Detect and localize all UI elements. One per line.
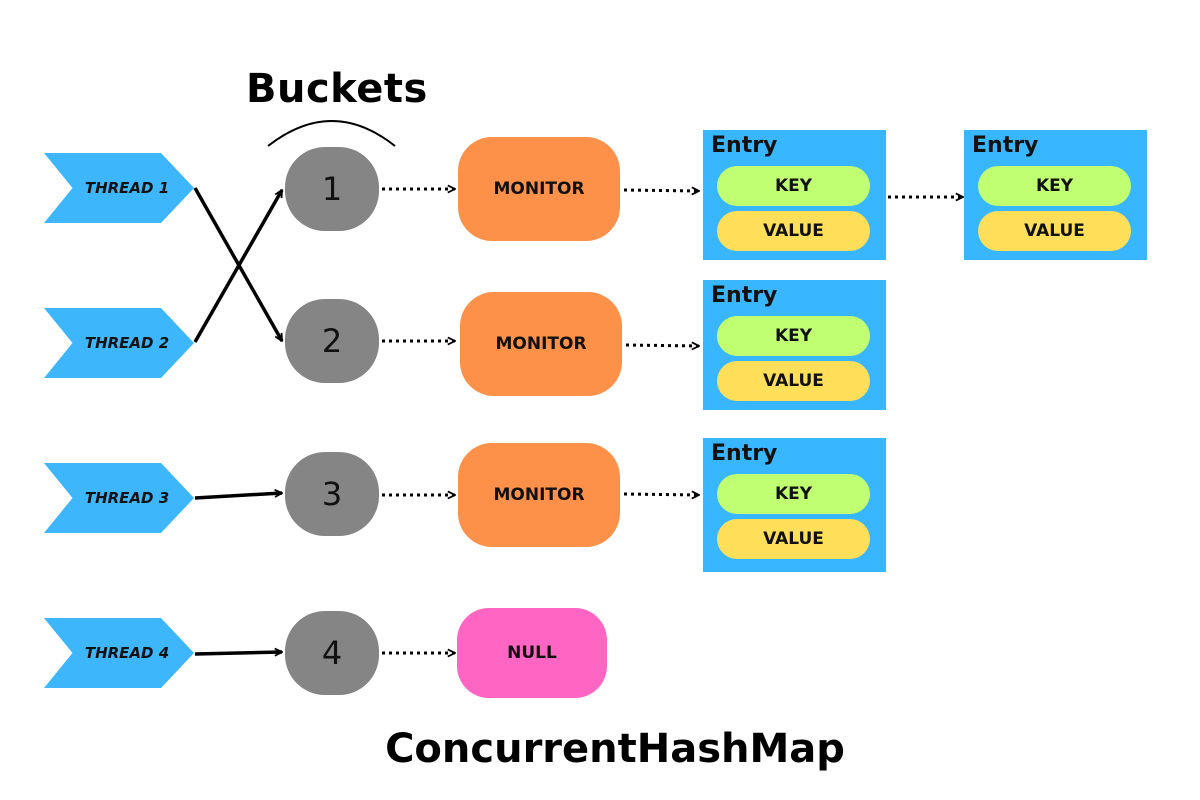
thread-4-chevron: THREAD 4 <box>44 618 194 688</box>
monitor-3-label: MONITOR <box>493 485 585 505</box>
monitor-1: MONITOR <box>458 137 620 241</box>
bucket-2-number: 2 <box>321 322 343 360</box>
bucket-2: 2 <box>285 299 379 383</box>
entry-1-next-value: VALUE <box>978 211 1131 251</box>
thread-1-chevron: THREAD 1 <box>44 153 194 223</box>
monitor-3: MONITOR <box>458 443 620 547</box>
entry-1-key: KEY <box>717 166 870 206</box>
entry-2-value: VALUE <box>717 361 870 401</box>
bucket-3: 3 <box>285 452 379 536</box>
bucket-4-number: 4 <box>321 634 343 672</box>
entry-1-title: Entry <box>711 133 778 158</box>
entry-2: Entry KEY VALUE <box>703 280 886 410</box>
arrow-thread4-to-bucket4 <box>194 652 282 654</box>
entry-1-next-key: KEY <box>978 166 1131 206</box>
entry-3-key: KEY <box>717 474 870 514</box>
monitor-2: MONITOR <box>460 292 622 396</box>
null-box: NULL <box>457 608 607 698</box>
thread-4-label: THREAD 4 <box>84 644 170 662</box>
bucket-3-number: 3 <box>321 475 343 513</box>
entry-1-next-title: Entry <box>972 133 1039 158</box>
entry-1-next: Entry KEY VALUE <box>964 130 1147 260</box>
arrow-thread1-to-bucket2 <box>193 187 284 341</box>
bucket-1: 1 <box>285 147 379 231</box>
thread-2-label: THREAD 2 <box>84 334 170 352</box>
thread-3-label: THREAD 3 <box>84 489 170 507</box>
thread-2-chevron: THREAD 2 <box>44 308 194 378</box>
arrow-thread2-to-bucket1 <box>193 190 284 343</box>
buckets-title: Buckets <box>246 66 428 112</box>
entry-1: Entry KEY VALUE <box>703 130 886 260</box>
entry-2-key: KEY <box>717 316 870 356</box>
entry-3-value: VALUE <box>717 519 870 559</box>
entry-2-title: Entry <box>711 283 778 308</box>
arrow-thread3-to-bucket3 <box>194 493 282 500</box>
thread-1-label: THREAD 1 <box>84 179 170 197</box>
bucket-1-number: 1 <box>321 170 343 208</box>
buckets-bracket-arc <box>267 120 396 147</box>
thread-3-chevron: THREAD 3 <box>44 463 194 533</box>
null-label: NULL <box>507 643 557 663</box>
monitor-1-label: MONITOR <box>493 179 585 199</box>
entry-1-value: VALUE <box>717 211 870 251</box>
bucket-4: 4 <box>285 611 379 695</box>
dotted-arrow-monitor3-entry <box>623 494 699 495</box>
diagram-title: ConcurrentHashMap <box>385 726 845 772</box>
dotted-arrow-monitor1-entry <box>623 190 699 191</box>
entry-3-title: Entry <box>711 441 778 466</box>
entry-3: Entry KEY VALUE <box>703 438 886 572</box>
monitor-2-label: MONITOR <box>495 334 587 354</box>
dotted-arrow-monitor2-entry <box>625 345 699 346</box>
